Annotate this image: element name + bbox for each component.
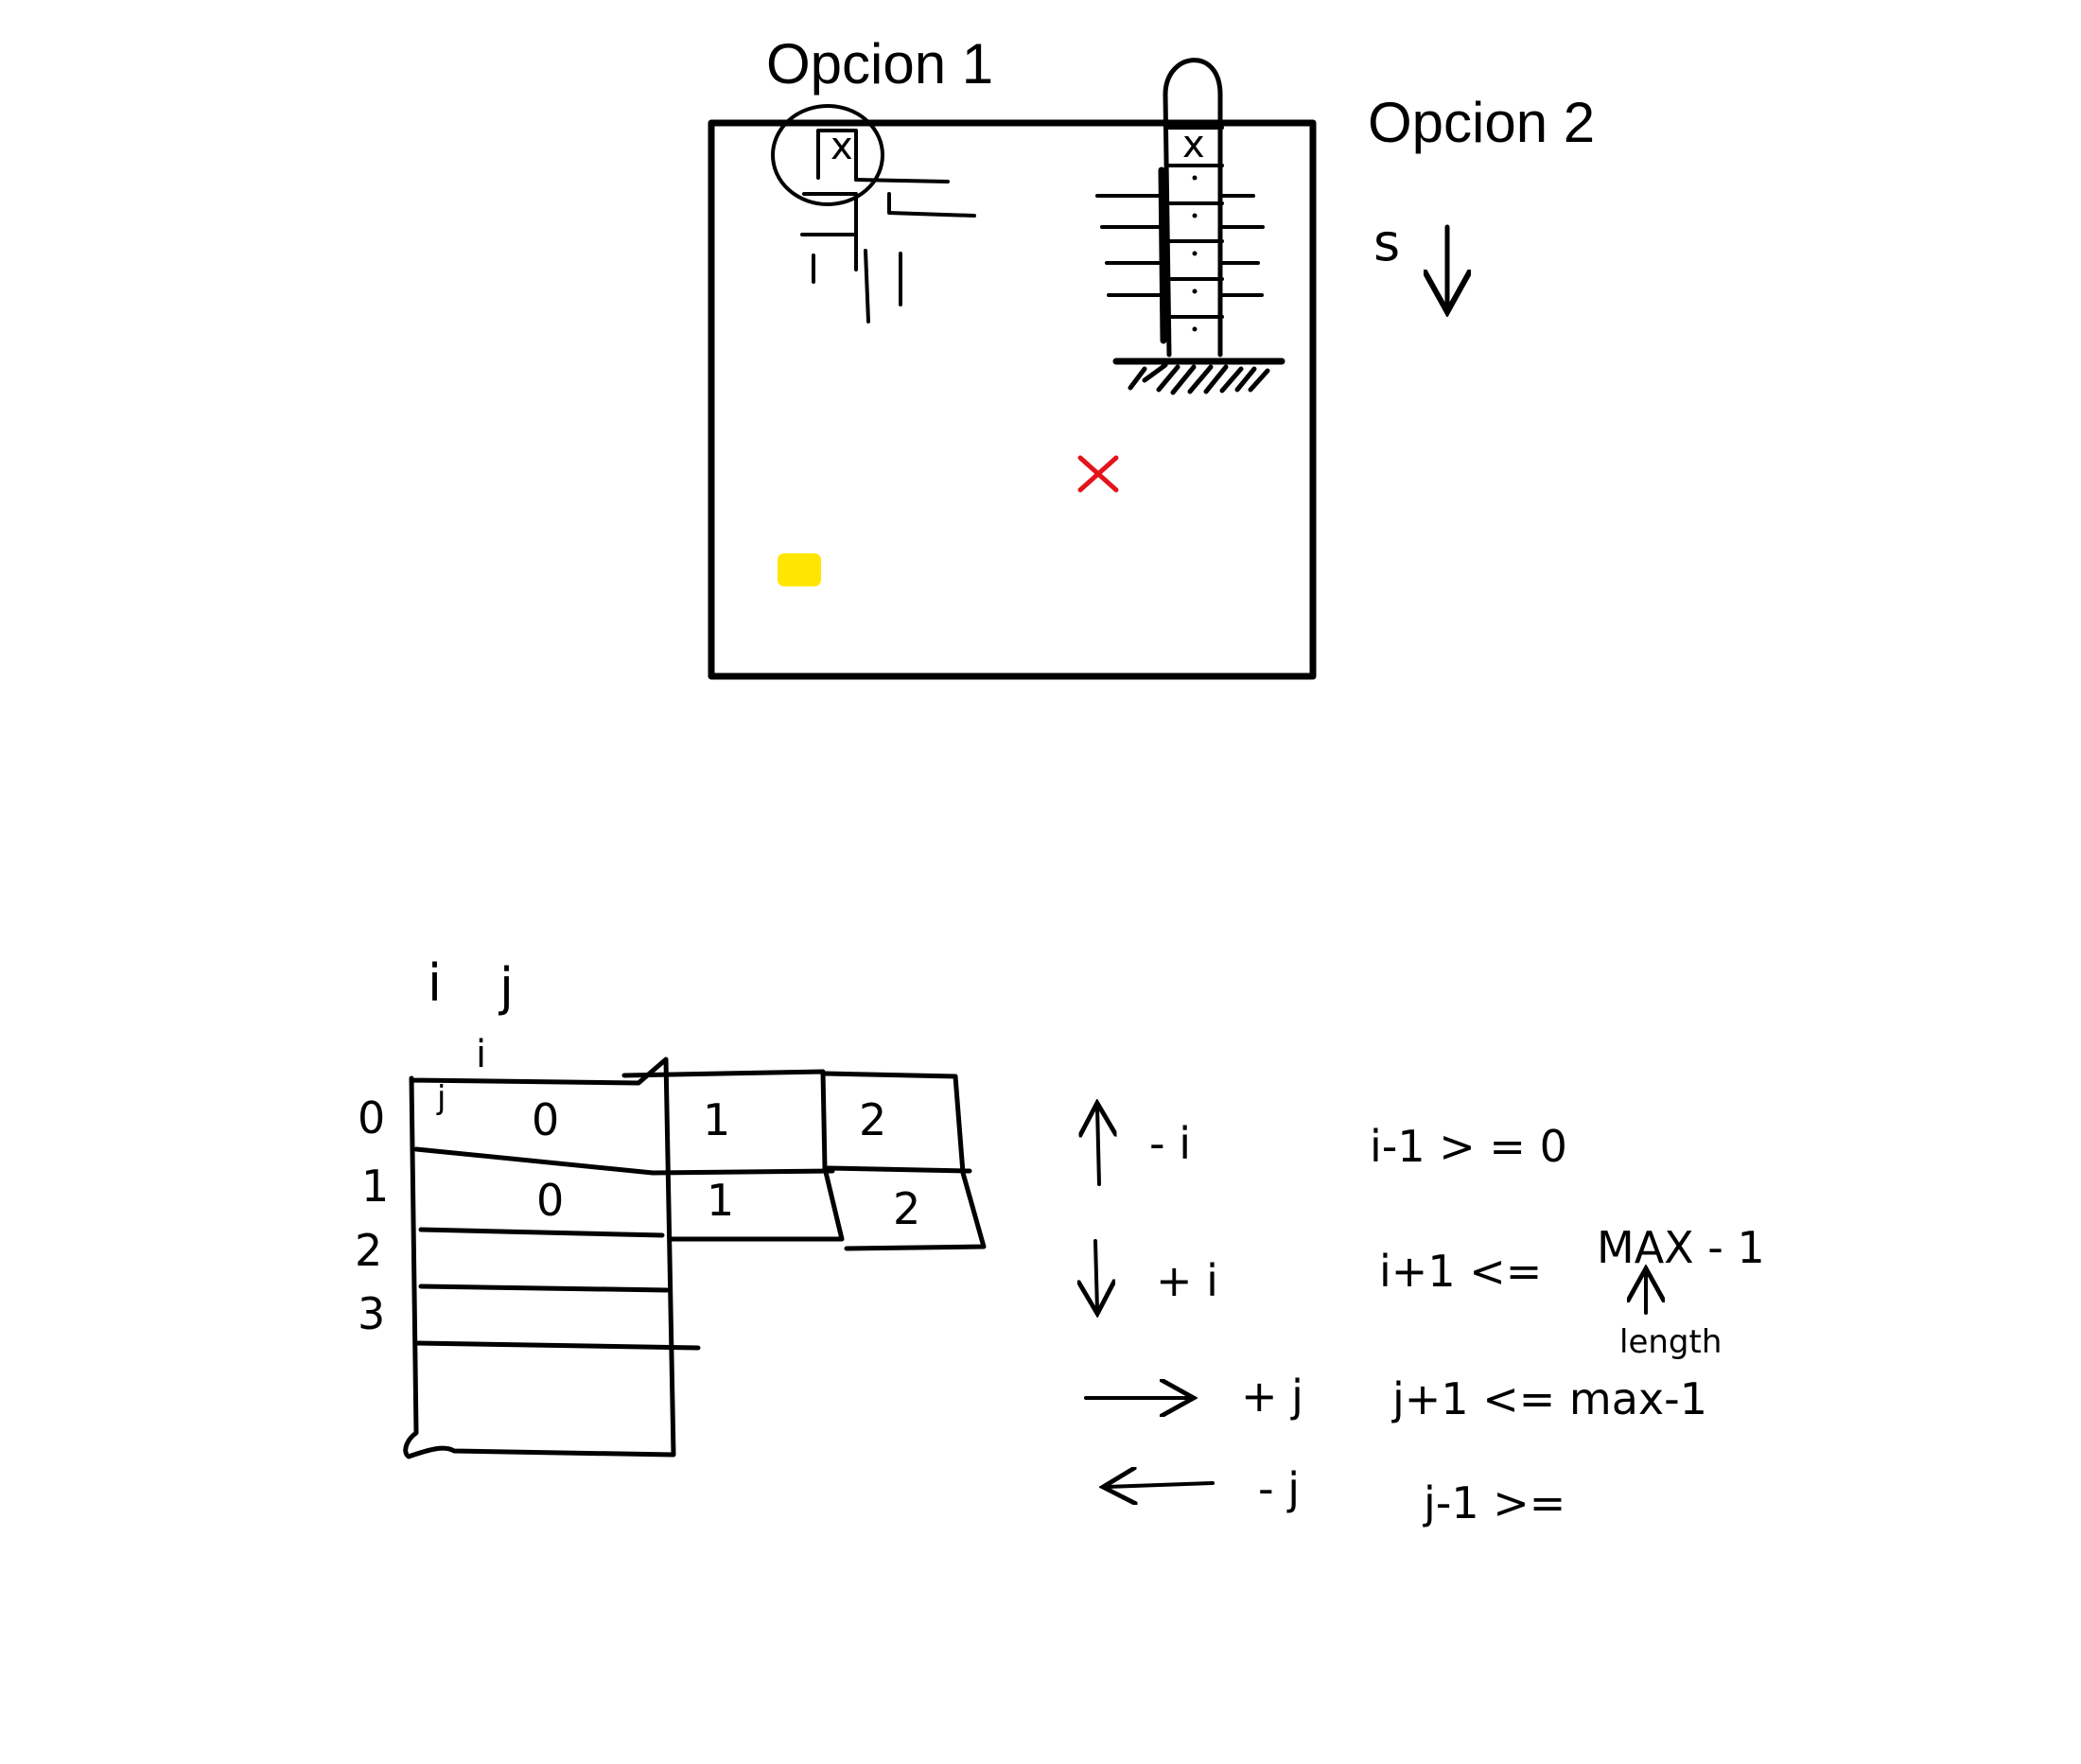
option1-drawing: x <box>771 104 976 323</box>
option2-ground-hatching <box>1128 362 1270 395</box>
s-label: s <box>1373 213 1400 272</box>
option1-circle <box>771 104 884 206</box>
cell-0-0: 0 <box>532 1094 559 1145</box>
cell-dot <box>1192 251 1198 256</box>
right-condition: j+1 <= max-1 <box>1391 1373 1707 1424</box>
cell-dot <box>1192 288 1198 294</box>
length-note: length <box>1619 1323 1722 1361</box>
grid-corner-j: j <box>436 1079 446 1117</box>
down-delta: + i <box>1156 1255 1218 1306</box>
up-delta: - i <box>1149 1118 1191 1169</box>
cell-1-2: 2 <box>893 1183 920 1234</box>
grid-column-0 <box>403 1057 676 1459</box>
row-label: 2 <box>355 1225 382 1276</box>
option2-column-shadow <box>1158 166 1167 344</box>
cell-0-2: 2 <box>859 1094 886 1145</box>
option1-corridor-3 <box>887 192 976 218</box>
grid-column-2 <box>822 1071 987 1251</box>
left-arrow-icon <box>1107 1483 1215 1487</box>
option1-corridor-1 <box>854 178 950 183</box>
top-sketch: Opcion 1 Opcion 2 x x <box>708 32 1595 680</box>
option2-cell-dividers <box>1167 126 1224 319</box>
cell-dot <box>1192 326 1198 332</box>
row-label: 0 <box>358 1092 385 1144</box>
yellow-highlight-block <box>778 553 821 586</box>
index-grid: i j i j 0 1 2 3 0 1 2 0 1 2 <box>355 953 987 1459</box>
option2-label: Opcion 2 <box>1368 91 1595 154</box>
option1-cell <box>816 129 858 182</box>
left-delta: - j <box>1258 1463 1300 1514</box>
cell-dot <box>1192 213 1198 218</box>
grid-header-j: j <box>498 957 514 1017</box>
map-frame <box>708 119 1317 680</box>
grid-corner-i: i <box>476 1033 486 1076</box>
grid-header-i: i <box>428 953 442 1013</box>
left-condition: j-1 >= <box>1423 1477 1565 1528</box>
option1-corridor-6 <box>864 249 870 323</box>
down-condition: i+1 <= <box>1379 1246 1542 1297</box>
cell-0-1: 1 <box>703 1094 730 1145</box>
down-arrow-icon <box>1095 1239 1097 1310</box>
option1-corridor-4 <box>800 233 858 271</box>
row-label: 1 <box>361 1161 389 1212</box>
grid-row-lines <box>413 1146 701 1351</box>
option2-column-top <box>1163 58 1223 97</box>
option2-drawing: x <box>1095 58 1285 395</box>
row-label: 3 <box>358 1288 385 1339</box>
max-expression: MAX - 1 <box>1597 1222 1765 1273</box>
grid-column-1 <box>621 1069 845 1242</box>
option1-corridor-2 <box>802 192 858 238</box>
up-condition: i-1 > = 0 <box>1370 1121 1567 1172</box>
option1-cell-mark: x <box>831 125 853 168</box>
cell-1-0: 0 <box>536 1175 564 1226</box>
option2-column-sides <box>1163 92 1223 358</box>
cell-1-1: 1 <box>707 1175 734 1226</box>
right-delta: + j <box>1241 1371 1303 1422</box>
up-arrow-icon <box>1097 1107 1099 1186</box>
target-x-mark <box>1077 455 1119 493</box>
option1-label: Opcion 1 <box>766 32 993 96</box>
move-rules: - i i-1 > = 0 + i i+1 <= MAX - 1 length … <box>1086 1107 1765 1528</box>
cell-dot <box>1192 175 1198 181</box>
option2-cell-mark: x <box>1182 123 1205 166</box>
option2-side-strokes <box>1095 194 1265 297</box>
